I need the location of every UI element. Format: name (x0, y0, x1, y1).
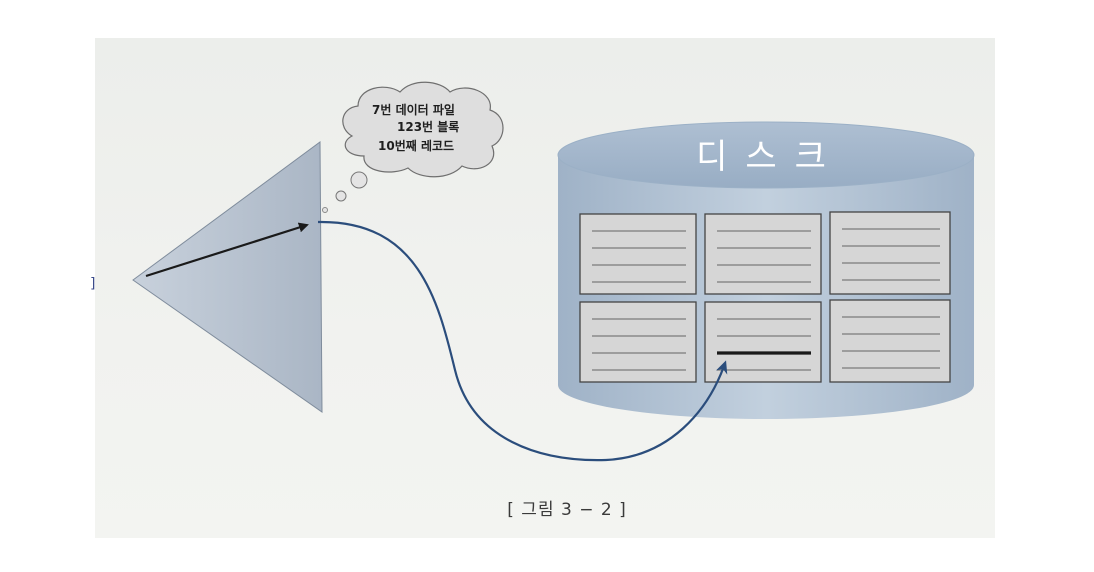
curved-arrow-to-record (317, 220, 728, 462)
thought-dot-medium (335, 190, 347, 202)
figure-caption: [ 그림 3 − 2 ] (507, 500, 626, 520)
bubble-line-1: 7번 데이터 파일 (372, 102, 455, 117)
disk-block (579, 213, 697, 295)
disk-label: 디스크 (696, 137, 844, 177)
disk-blocks (579, 211, 951, 383)
disk-block (579, 301, 697, 383)
disk-block (829, 299, 951, 383)
edge-bracket-mark: ] (89, 276, 98, 292)
disk-block (829, 211, 951, 295)
bubble-line-2: 123번 블록 (397, 119, 459, 134)
thought-cloud (342, 81, 504, 178)
triangle-shape (132, 141, 323, 413)
bubble-line-3: 10번째 레코드 (378, 138, 454, 153)
disk-top (557, 121, 975, 189)
pointer-arrow (145, 222, 309, 278)
thought-dot-small (322, 207, 328, 213)
disk-block (704, 213, 822, 295)
thought-dot-large (350, 171, 368, 189)
